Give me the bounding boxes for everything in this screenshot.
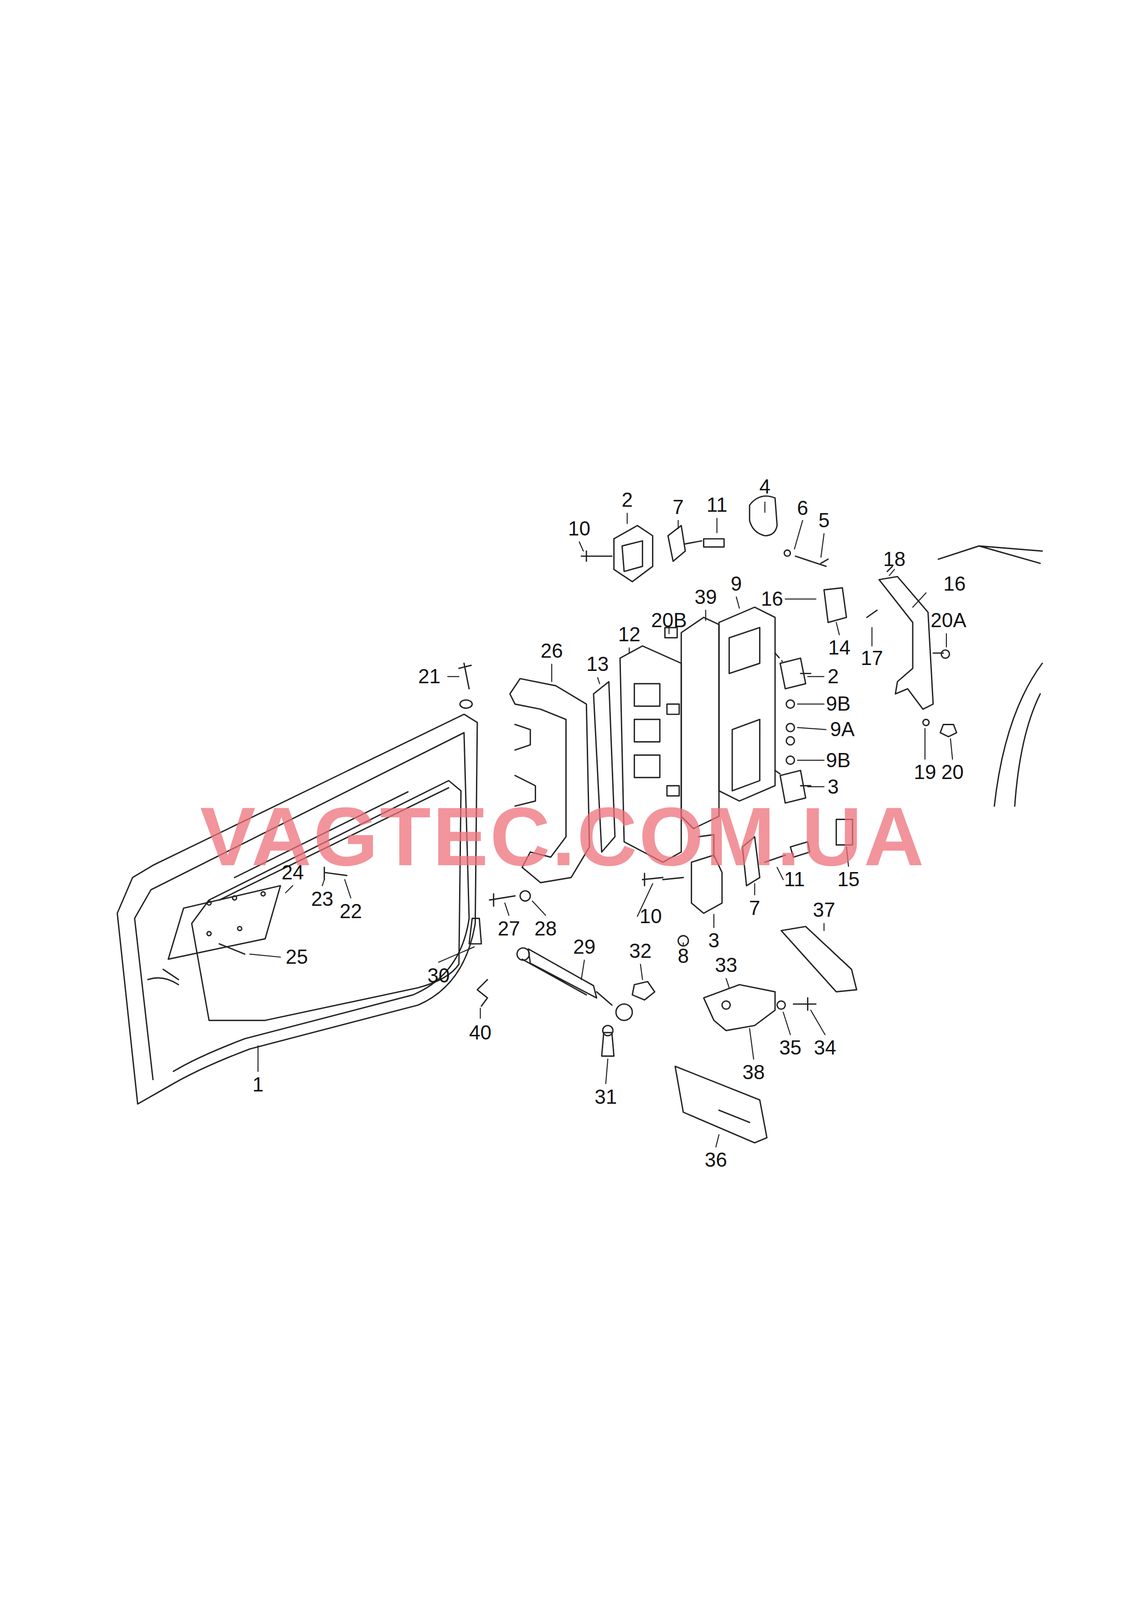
callout-number: 20B bbox=[651, 609, 687, 631]
nut bbox=[940, 723, 957, 737]
callout-number: 32 bbox=[629, 940, 652, 961]
callout-number: 20A bbox=[930, 609, 967, 631]
callout-number: 30 bbox=[427, 965, 450, 986]
callout-number: 26 bbox=[540, 640, 564, 661]
callout-number: 7 bbox=[672, 496, 684, 517]
callout-number: 14 bbox=[828, 637, 851, 658]
callout-number: 8 bbox=[677, 945, 689, 966]
callout-number: 23 bbox=[310, 888, 334, 909]
hinge-plate bbox=[667, 525, 686, 561]
callout-number: 35 bbox=[779, 1037, 802, 1058]
pillar bbox=[718, 606, 776, 801]
callout-number: 16 bbox=[943, 573, 966, 594]
bolt bbox=[219, 943, 245, 954]
hinge bbox=[780, 657, 811, 689]
callout-number: 37 bbox=[812, 899, 836, 920]
hinge bbox=[614, 525, 653, 582]
callout-number: 9B bbox=[826, 693, 851, 714]
gas-strut bbox=[522, 948, 612, 1005]
callout-number: 18 bbox=[883, 548, 906, 569]
callout-number: 3 bbox=[708, 930, 720, 951]
callout-number: 29 bbox=[573, 936, 596, 957]
bolt bbox=[459, 662, 472, 689]
callout-number: 38 bbox=[742, 1061, 766, 1082]
callout-number: 36 bbox=[704, 1149, 728, 1170]
bracket bbox=[703, 984, 776, 1031]
callout-number: 9B bbox=[826, 749, 851, 771]
callout-number: 39 bbox=[694, 586, 717, 607]
trim-piece bbox=[823, 587, 847, 623]
trim-piece bbox=[878, 576, 934, 709]
door-inner bbox=[134, 732, 470, 1080]
callout-number: 20 bbox=[941, 761, 964, 782]
callout-number: 7 bbox=[749, 897, 760, 918]
bolt bbox=[581, 538, 724, 561]
callout-number: 28 bbox=[534, 918, 557, 939]
callout-number: 5 bbox=[818, 510, 830, 531]
fender bbox=[938, 545, 1043, 806]
callout-number: 31 bbox=[594, 1086, 617, 1107]
callout-number: 9A bbox=[830, 718, 855, 740]
callout-number: 19 bbox=[913, 761, 936, 782]
bolt bbox=[795, 555, 829, 566]
clip bbox=[477, 979, 488, 1006]
callout-number: 40 bbox=[469, 1022, 492, 1043]
callout-number: 10 bbox=[639, 905, 662, 926]
callout-number: 6 bbox=[796, 497, 808, 518]
callout-number: 25 bbox=[285, 946, 308, 967]
callout-number: 1 bbox=[252, 1074, 264, 1095]
callout-number: 2 bbox=[827, 666, 839, 687]
door-patch bbox=[168, 885, 281, 959]
pin bbox=[469, 917, 482, 944]
callout-number: 33 bbox=[714, 954, 738, 975]
bolt bbox=[489, 893, 516, 906]
callout-number: 16 bbox=[760, 588, 784, 609]
callout-number: 11 bbox=[706, 494, 728, 515]
callout-number: 34 bbox=[813, 1037, 837, 1058]
watermark: VAGTEC.COM.UA bbox=[200, 794, 926, 879]
door-shell bbox=[117, 713, 478, 1104]
callout-number: 12 bbox=[618, 624, 641, 645]
callout-number: 27 bbox=[497, 918, 521, 939]
cover bbox=[749, 496, 777, 536]
bolt bbox=[793, 997, 816, 1010]
callout-number: 13 bbox=[586, 653, 609, 674]
callout-number: 9 bbox=[730, 573, 742, 594]
callout-number: 10 bbox=[568, 518, 591, 539]
callout-number: 22 bbox=[339, 900, 362, 921]
callout-number: 4 bbox=[759, 476, 771, 497]
callout-number: 3 bbox=[827, 776, 839, 797]
callout-number: 17 bbox=[860, 647, 884, 668]
callout-number: 2 bbox=[621, 489, 633, 510]
callout-number: 21 bbox=[418, 666, 441, 687]
pad bbox=[780, 925, 857, 992]
nut bbox=[632, 981, 655, 1000]
